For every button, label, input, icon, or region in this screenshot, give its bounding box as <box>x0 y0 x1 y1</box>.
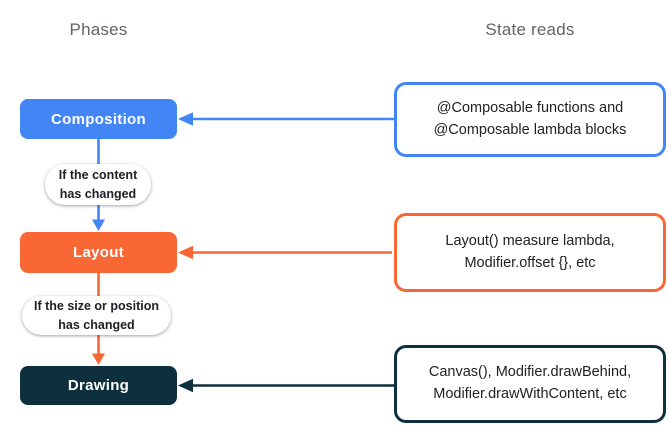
condition-text-line2: has changed <box>59 186 137 201</box>
state-read-box-layout: Layout() measure lambda, Modifier.offset… <box>394 213 666 292</box>
arrow-layout-read <box>178 245 392 260</box>
state-read-text-line1: Canvas(), Modifier.drawBehind, <box>428 364 632 381</box>
condition-text-line2: has changed <box>58 317 135 332</box>
condition-pill-content-changed: If the content has changed <box>45 164 151 205</box>
state-read-text-line1: @Composable functions and <box>436 99 624 116</box>
phase-label-drawing: Drawing <box>67 377 130 394</box>
phase-box-drawing: Drawing <box>20 366 177 405</box>
phase-box-composition: Composition <box>20 99 177 139</box>
state-read-text-line2: Modifier.offset {}, etc <box>464 254 596 271</box>
state-read-box-drawing: Canvas(), Modifier.drawBehind, Modifier.… <box>394 345 666 423</box>
state-read-text-line2: @Composable lambda blocks <box>433 121 627 138</box>
arrow-drawing-read <box>178 378 394 393</box>
condition-text-line1: If the size or position <box>33 299 159 314</box>
phase-label-composition: Composition <box>51 110 146 128</box>
arrow-composition-read <box>178 112 394 126</box>
state-read-box-composition: @Composable functions and @Composable la… <box>394 82 666 157</box>
condition-text-line1: If the content <box>58 168 138 183</box>
state-read-text-line1: Layout() measure lambda, <box>445 232 615 249</box>
state-read-text-line2: Modifier.drawWithContent, etc <box>433 386 627 402</box>
phases-heading: Phases <box>69 20 128 39</box>
condition-pill-size-position-changed: If the size or position has changed <box>22 296 171 335</box>
phase-box-layout: Layout <box>20 232 177 273</box>
phase-label-layout: Layout <box>73 244 124 261</box>
state-reads-heading: State reads <box>485 20 575 39</box>
